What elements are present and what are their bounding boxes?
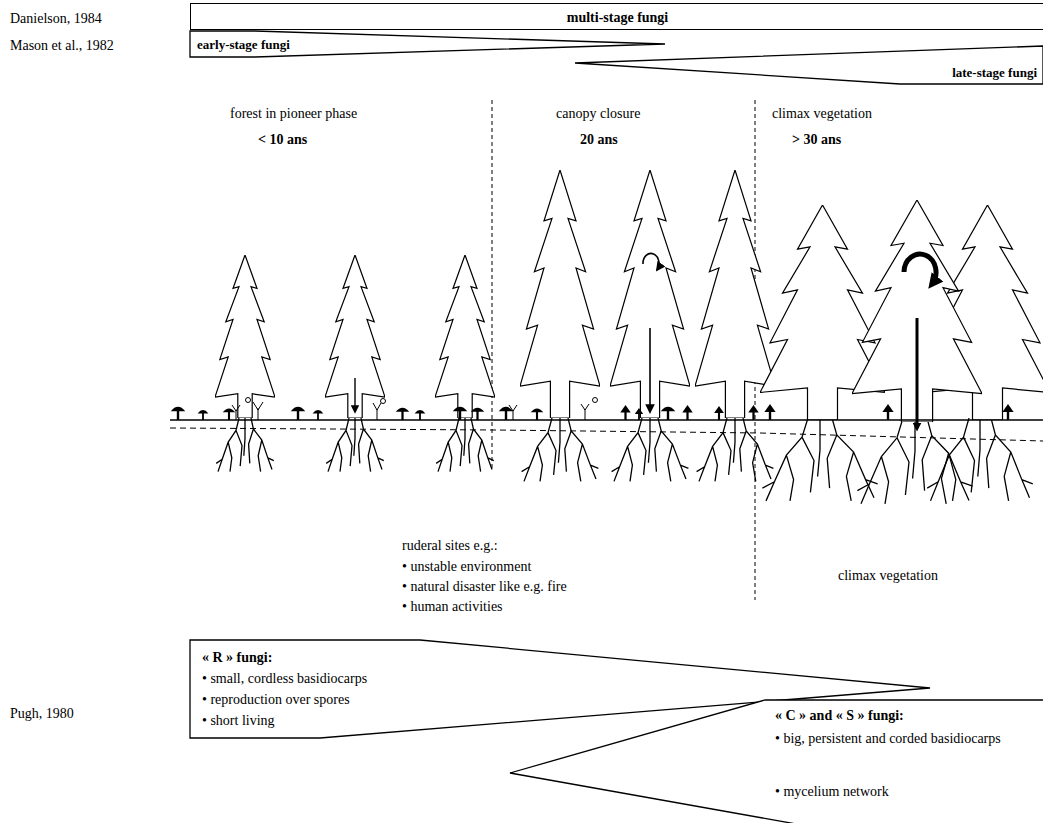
wedge-text: • small, cordless basidiocarps (202, 669, 367, 688)
wedge-shape: early-stage fungi (190, 31, 665, 57)
stage-band: multi-stage fungi (190, 3, 1043, 30)
text-label: climax vegetation (772, 104, 872, 123)
text-label: climax vegetation (838, 566, 938, 585)
text-label: • natural disaster like e.g. fire (402, 577, 567, 596)
age-label: > 30 ans (792, 130, 841, 149)
wedge-heading: « R » fungi: (202, 648, 272, 667)
text-label: canopy closure (556, 104, 640, 123)
wedge-text: • reproduction over spores (202, 690, 350, 709)
wedge-text: • big, persistent and corded basidiocarp… (775, 729, 1010, 748)
wedge-heading: early-stage fungi (197, 35, 290, 54)
age-label: 20 ans (580, 130, 618, 149)
wedge-heading: multi-stage fungi (191, 8, 1043, 27)
wedge-heading: late-stage fungi (952, 63, 1037, 82)
text-label: • unstable environment (402, 557, 531, 576)
wedge-text: • mycelium network (775, 782, 889, 801)
text-label: Danielson, 1984 (10, 9, 102, 28)
text-label: Mason et al., 1982 (10, 36, 114, 55)
wedge-heading: « C » and « S » fungi: (775, 706, 904, 725)
text-label: forest in pioneer phase (230, 104, 357, 123)
age-label: < 10 ans (258, 130, 307, 149)
wedge-shape: « C » and « S » fungi: • big, persistent … (510, 700, 1043, 823)
wedge-polygon (190, 31, 665, 57)
text-label: ruderal sites e.g.: (402, 536, 498, 555)
wedge-polygon (575, 46, 1043, 84)
text-label: Pugh, 1980 (10, 704, 74, 723)
text-label: • human activities (402, 597, 503, 616)
wedge-shape: late-stage fungi (575, 46, 1043, 84)
wedge-polygon (510, 700, 1043, 823)
wedge-text: • short living (202, 711, 275, 730)
